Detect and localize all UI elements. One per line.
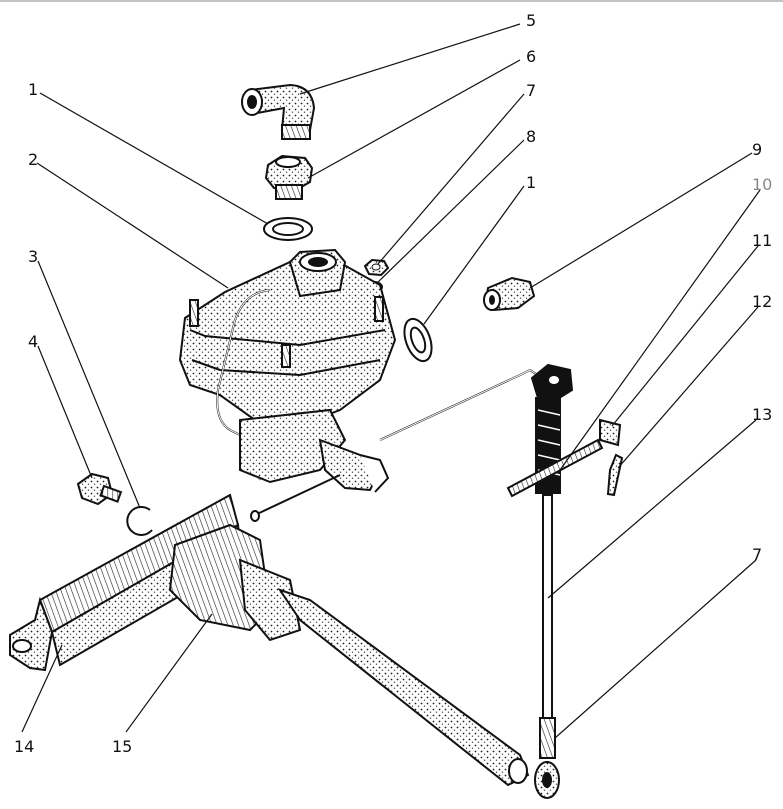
part-rubber-bushing xyxy=(168,523,302,642)
callout-14: 14 xyxy=(14,737,34,756)
part-valve-body xyxy=(178,248,397,493)
callout-15: 15 xyxy=(112,737,132,756)
callout-11: 11 xyxy=(752,231,772,250)
callout-3: 3 xyxy=(28,247,38,266)
callout-7-top: 7 xyxy=(526,81,536,100)
part-hex-adapter xyxy=(264,154,314,200)
part-washer-right xyxy=(403,317,433,363)
part-elbow-fitting xyxy=(241,83,316,140)
callout-1-right: 1 xyxy=(526,173,536,192)
part-spring-clip xyxy=(506,418,622,498)
part-circlip xyxy=(126,505,153,536)
part-washer-top xyxy=(263,217,313,241)
callout-2: 2 xyxy=(28,150,38,169)
part-small-nut xyxy=(363,258,390,277)
callout-13: 13 xyxy=(752,405,772,424)
callout-4: 4 xyxy=(28,332,38,351)
part-lever-arm xyxy=(277,588,530,787)
callout-12: 12 xyxy=(752,292,772,311)
callout-6: 6 xyxy=(526,47,536,66)
part-bolt xyxy=(76,472,123,506)
part-union-fitting xyxy=(483,276,536,312)
callout-5: 5 xyxy=(526,11,536,30)
part-link-rod xyxy=(534,494,560,799)
callout-10: 10 xyxy=(752,175,772,194)
leader-lines xyxy=(21,23,761,739)
callout-7-bottom: 7 xyxy=(752,545,762,564)
callout-8: 8 xyxy=(526,127,536,146)
callout-9: 9 xyxy=(752,140,762,159)
callout-1-top: 1 xyxy=(28,80,38,99)
part-cotter-pin xyxy=(606,453,624,497)
callout-labels: 5 6 1 7 8 1 9 10 11 2 12 3 4 13 7 14 15 xyxy=(14,11,772,756)
